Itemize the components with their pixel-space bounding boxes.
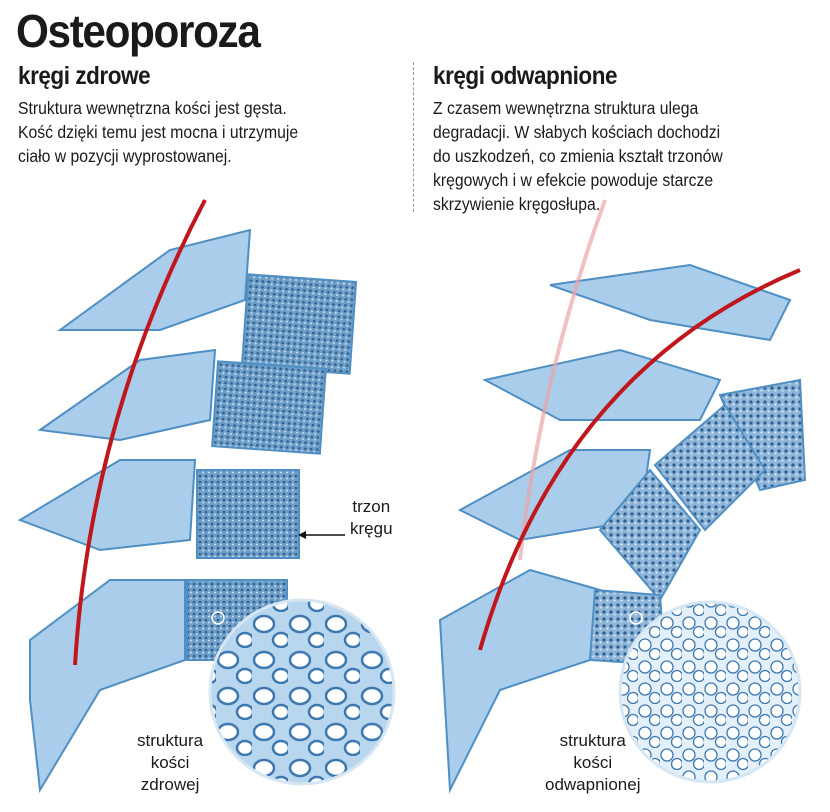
- osteoporotic-spine-line-faint: [518, 199, 607, 561]
- text-line: skrzywienie kręgosłupa.: [433, 194, 601, 214]
- label-line: odwapnionej: [545, 775, 641, 794]
- text-line: Kość dzięki temu jest mocna i utrzymuje: [18, 122, 299, 142]
- label-line: kręgu: [350, 519, 393, 538]
- healthy-spine: [17, 228, 358, 794]
- osteoporotic-description: Z czasem wewnętrzna struktura ulega degr…: [433, 96, 723, 216]
- osteoporotic-spine-line: [478, 268, 801, 651]
- healthy-spine-line: [73, 199, 207, 666]
- label-line: zdrowej: [140, 775, 200, 794]
- text-line: degradacji. W słabych kościach dochodzi: [433, 122, 721, 142]
- osteoporotic-structure-label: struktura kości odwapnionej: [545, 730, 640, 796]
- text-line: Z czasem wewnętrzna struktura ulega: [433, 98, 699, 118]
- text-line: kręgowych i w efekcie powoduje starcze: [433, 170, 714, 190]
- text-line: do uszkodzeń, co zmienia kształt trzonów: [433, 146, 723, 166]
- healthy-heading: kręgi zdrowe: [18, 62, 151, 90]
- label-line: struktura: [137, 731, 204, 750]
- osteoporotic-heading: kręgi odwapnione: [433, 62, 618, 90]
- vertebral-body-label: trzon kręgu: [350, 496, 393, 540]
- label-line: kości: [150, 753, 190, 772]
- divider: [413, 62, 414, 212]
- healthy-magnifier: [208, 598, 396, 786]
- page-title: Osteoporoza: [16, 5, 261, 57]
- osteoporotic-spine: [438, 263, 807, 794]
- healthy-structure-label: struktura kości zdrowej: [137, 730, 203, 796]
- healthy-description: Struktura wewnętrzna kości jest gęsta. K…: [18, 96, 298, 168]
- text-line: Struktura wewnętrzna kości jest gęsta.: [18, 98, 287, 118]
- osteoporotic-magnifier: [618, 600, 802, 784]
- label-line: kości: [573, 753, 613, 772]
- text-line: ciało w pozycji wyprostowanej.: [18, 146, 232, 166]
- label-line: struktura: [559, 731, 626, 750]
- label-line: trzon: [352, 497, 391, 516]
